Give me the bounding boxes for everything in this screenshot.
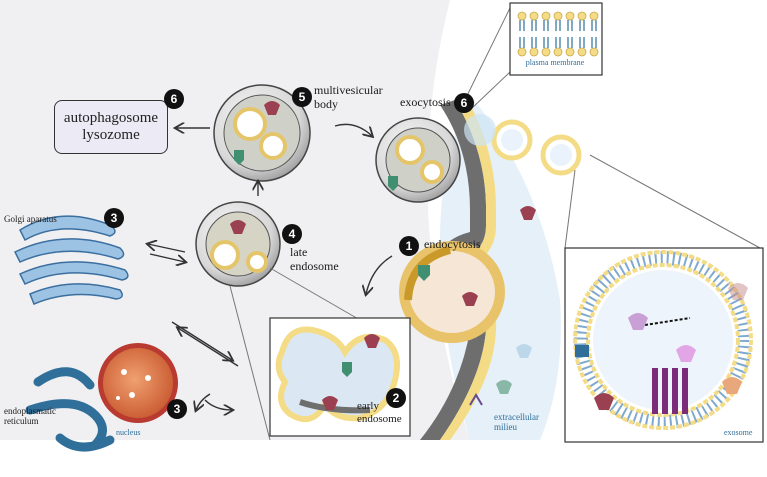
receptor-icon (496, 380, 512, 394)
arrow-icon (334, 123, 372, 136)
receptor-icon (520, 206, 536, 220)
autophagosome-lysozome-box: autophagosome lysozome (54, 100, 168, 154)
lysozome-label: lysozome (82, 127, 140, 143)
arrow-icon (171, 321, 232, 360)
autophagosome-label: autophagosome (63, 110, 159, 126)
badge-golgi: 3 (104, 208, 124, 228)
multivesicular-body (213, 84, 311, 182)
exocytosis-body (375, 117, 461, 203)
released-exosomes (464, 114, 582, 176)
arrow-icons (148, 123, 393, 410)
badge-endocytosis: 1 (399, 236, 419, 256)
arrow-icon (196, 393, 211, 410)
exocytosis-label: exocytosis (400, 95, 451, 109)
receptor-icon (469, 393, 483, 406)
badge-late-endosome: 4 (282, 224, 302, 244)
exosome-inset (564, 247, 764, 443)
golgi-label: Golgi aparatus (4, 214, 57, 224)
exosome-label: exosome (724, 428, 753, 437)
arrow-icon (366, 255, 393, 294)
receptor-icon (516, 344, 532, 358)
badge-exocytosis: 6 (454, 93, 474, 113)
late-endosome (195, 201, 281, 287)
arrow-icon (148, 244, 186, 253)
receptor-icon (418, 265, 430, 281)
golgi-apparatus (13, 215, 129, 305)
arrow-icon (204, 399, 232, 410)
badge-nucleus: 3 (167, 399, 187, 419)
badge-multivesicular: 5 (292, 87, 312, 107)
plasma-membrane-label: plasma membrane (525, 58, 585, 67)
badge-early-endosome: 2 (386, 388, 406, 408)
arrow-icon (149, 253, 185, 262)
badge-autophagosome: 6 (164, 89, 184, 109)
early-endosome-inset (269, 317, 411, 437)
nucleus (98, 343, 178, 423)
endocytosis-vesicle (399, 241, 505, 343)
endoplasmic-reticulum (25, 367, 115, 452)
nucleus-label: nucleus (116, 428, 141, 437)
plasma-membrane-inset (509, 2, 603, 76)
receptor-icon (462, 292, 478, 306)
endocytosis-label: endocytosis (424, 237, 481, 251)
